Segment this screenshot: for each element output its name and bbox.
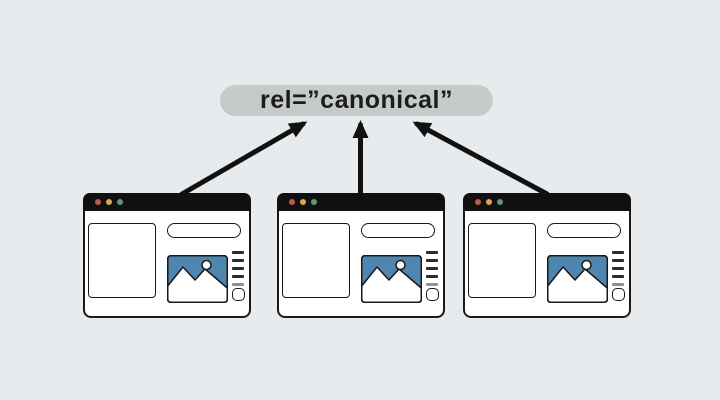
- minimize-dot-icon: [300, 199, 306, 205]
- text-line: [232, 267, 244, 270]
- text-lines-placeholder: [426, 251, 438, 291]
- canonical-label-text: rel=”canonical”: [260, 86, 453, 114]
- widget-placeholder: [232, 288, 245, 301]
- text-line: [232, 251, 244, 254]
- close-dot-icon: [475, 199, 481, 205]
- text-line: [426, 275, 438, 278]
- text-lines-placeholder: [232, 251, 244, 291]
- maximize-dot-icon: [117, 199, 123, 205]
- close-dot-icon: [289, 199, 295, 205]
- widget-placeholder: [612, 288, 625, 301]
- text-line: [612, 259, 624, 262]
- text-line: [426, 267, 438, 270]
- maximize-dot-icon: [497, 199, 503, 205]
- text-line: [612, 251, 624, 254]
- canonical-label: rel=”canonical”: [220, 85, 493, 116]
- text-line: [232, 259, 244, 262]
- searchbar-placeholder: [547, 223, 621, 238]
- text-line: [612, 267, 624, 270]
- arrow-right: [412, 121, 550, 197]
- text-line: [426, 259, 438, 262]
- browser-window: [463, 193, 631, 318]
- searchbar-placeholder: [361, 223, 435, 238]
- searchbar-placeholder: [167, 223, 241, 238]
- image-placeholder-icon: [361, 255, 422, 303]
- close-dot-icon: [95, 199, 101, 205]
- window-titlebar: [463, 193, 631, 211]
- text-line: [612, 275, 624, 278]
- maximize-dot-icon: [311, 199, 317, 205]
- minimize-dot-icon: [486, 199, 492, 205]
- sidebar-placeholder: [468, 223, 536, 298]
- browser-window: [277, 193, 445, 318]
- window-titlebar: [277, 193, 445, 211]
- minimize-dot-icon: [106, 199, 112, 205]
- browser-window: [83, 193, 251, 318]
- sidebar-placeholder: [88, 223, 156, 298]
- image-placeholder-icon: [547, 255, 608, 303]
- text-line: [232, 283, 244, 286]
- text-line: [232, 275, 244, 278]
- sidebar-placeholder: [282, 223, 350, 298]
- text-lines-placeholder: [612, 251, 624, 291]
- image-placeholder-icon: [167, 255, 228, 303]
- arrow-left: [179, 121, 308, 197]
- window-titlebar: [83, 193, 251, 211]
- widget-placeholder: [426, 288, 439, 301]
- text-line: [612, 283, 624, 286]
- text-line: [426, 251, 438, 254]
- text-line: [426, 283, 438, 286]
